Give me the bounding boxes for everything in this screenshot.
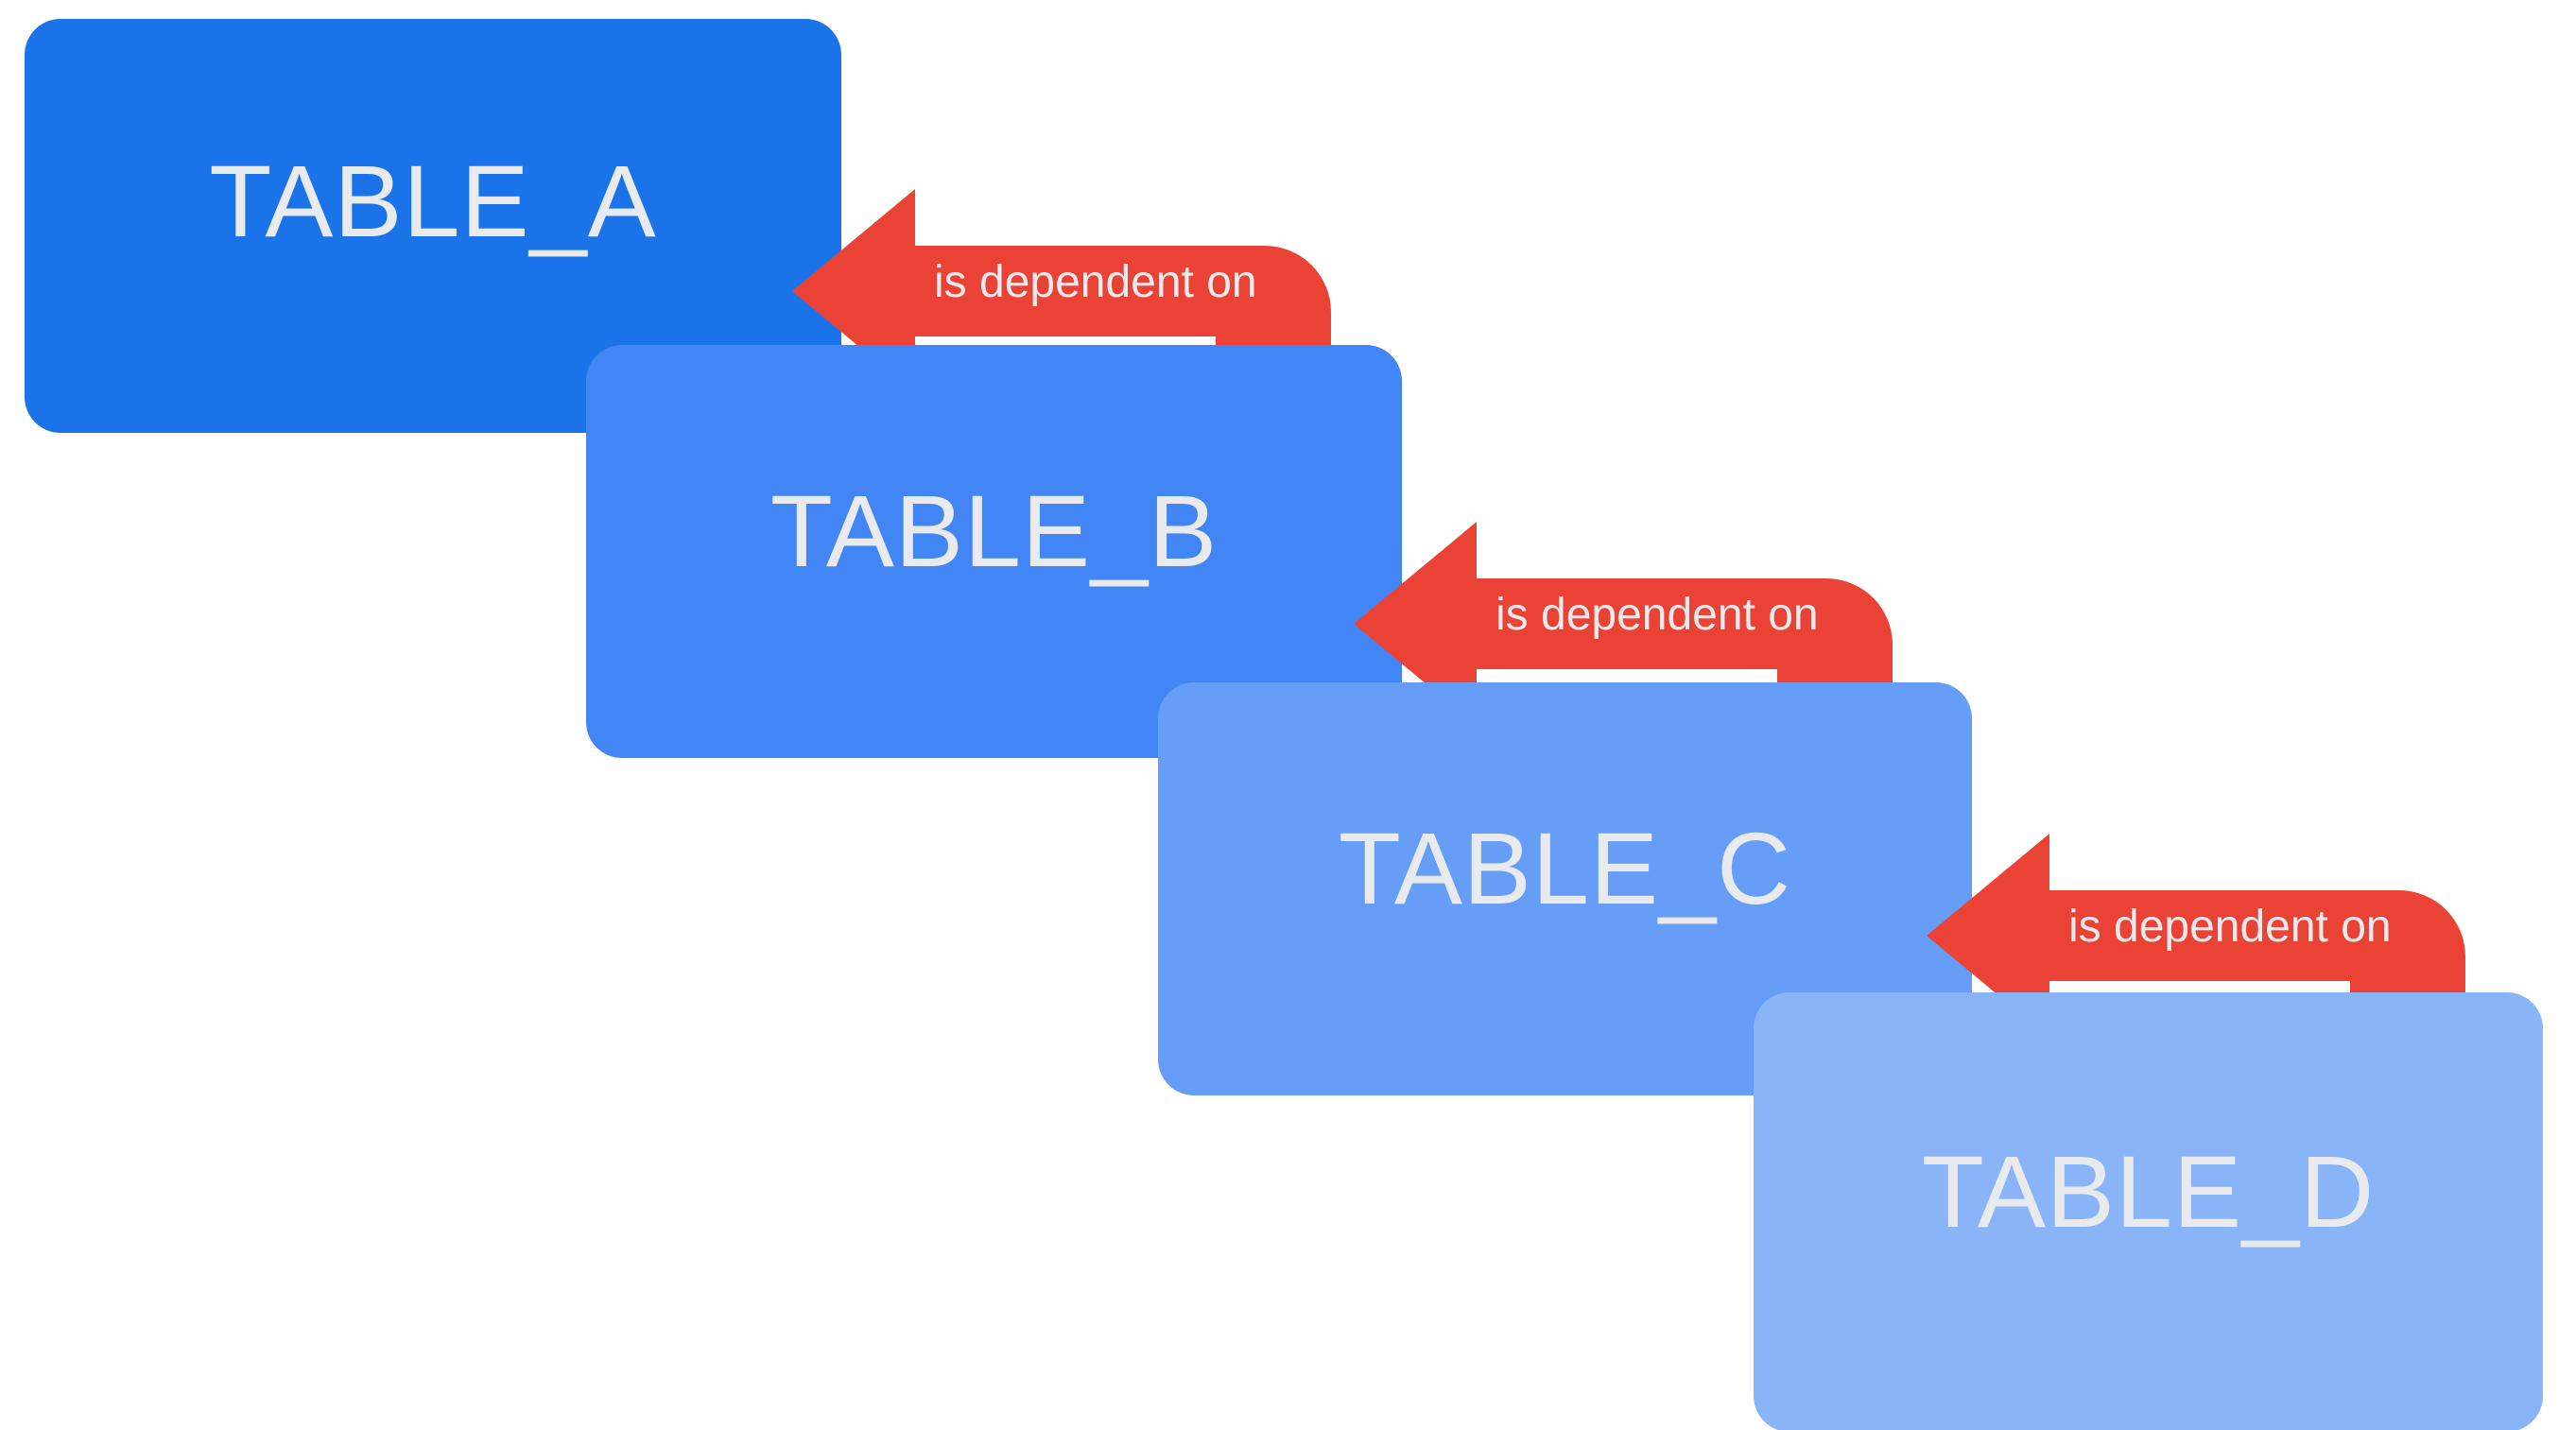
connector-arrow-icon xyxy=(1927,834,2465,1059)
connector-table-b-table-c-label: is dependent on xyxy=(1495,590,1819,640)
table-node-c-label: TABLE_C xyxy=(1338,810,1792,925)
connector-arrow-icon xyxy=(1354,522,1893,747)
table-node-a-label: TABLE_A xyxy=(209,144,657,258)
table-node-d-label: TABLE_D xyxy=(1921,1133,2376,1249)
connector-table-a-table-b[interactable]: is dependent on xyxy=(792,168,1331,414)
table-node-d[interactable]: TABLE_D xyxy=(1754,992,2543,1430)
connector-table-b-table-c[interactable]: is dependent on xyxy=(1354,501,1893,747)
table-node-a[interactable]: TABLE_A xyxy=(25,19,841,433)
table-node-b-label: TABLE_B xyxy=(769,473,1219,588)
connector-table-c-table-d[interactable]: is dependent on xyxy=(1927,813,2465,1059)
connector-arrow-icon xyxy=(792,189,1331,414)
connector-table-c-table-d-label: is dependent on xyxy=(2068,902,2392,952)
connector-table-a-table-b-label: is dependent on xyxy=(934,257,1257,307)
